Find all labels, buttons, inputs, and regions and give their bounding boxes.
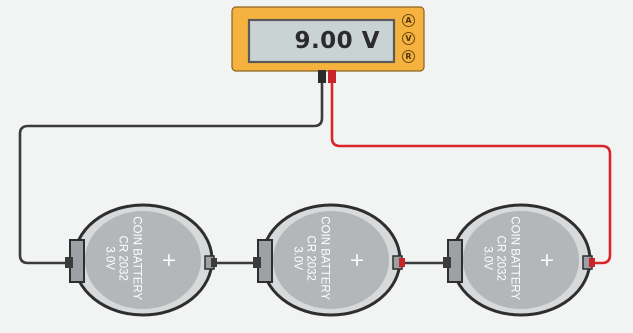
voltmeter-mode-button[interactable]: V — [402, 32, 415, 45]
v-probe-plug — [328, 70, 336, 83]
battery-1-label: COIN BATTERY CR 2032 3.0V — [102, 213, 143, 303]
multimeter[interactable] — [231, 6, 425, 83]
battery-2-label: COIN BATTERY CR 2032 3.0V — [290, 213, 331, 303]
battery-3[interactable] — [443, 203, 595, 317]
ammeter-mode-button[interactable]: A — [402, 14, 415, 27]
meter-screen — [247, 18, 396, 64]
battery-1-type: COIN BATTERY — [130, 216, 143, 301]
black-wire[interactable] — [18, 82, 324, 265]
battery-1[interactable] — [65, 203, 217, 317]
battery-2-model: CR 2032 — [304, 235, 317, 281]
battery-3-label: COIN BATTERY CR 2032 3.0V — [480, 213, 521, 303]
ohmmeter-mode-button[interactable]: R — [402, 50, 415, 63]
battery-3-type: COIN BATTERY — [508, 216, 521, 301]
battery-1-plus-icon: + — [161, 249, 177, 271]
battery-3-plus-icon: + — [539, 249, 555, 271]
battery-2[interactable] — [253, 203, 405, 317]
battery-1-voltage: 3.0V — [103, 246, 116, 271]
com-probe-plug — [318, 70, 326, 83]
battery-1-model: CR 2032 — [116, 235, 129, 281]
red-wire[interactable] — [330, 82, 612, 265]
battery-3-voltage: 3.0V — [481, 246, 494, 271]
battery-3-model: CR 2032 — [494, 235, 507, 281]
battery-2-type: COIN BATTERY — [318, 216, 331, 301]
battery-2-plus-icon: + — [349, 249, 365, 271]
battery-2-voltage: 3.0V — [291, 246, 304, 271]
meter-reading: 9.00 V — [294, 28, 380, 54]
